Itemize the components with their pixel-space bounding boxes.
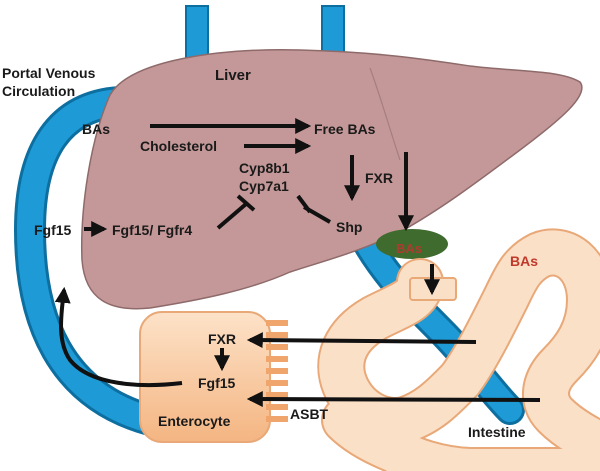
label-intestine: Intestine [468,424,526,440]
label-cholesterol: Cholesterol [140,138,217,154]
label-fgf15-enterocyte: Fgf15 [198,375,236,391]
label-fgf15-portal: Fgf15 [34,222,72,238]
label-bas-intestine: BAs [510,253,538,269]
label-portal-line1: Portal Venous [2,65,96,81]
label-bas-portal: BAs [82,121,110,137]
pathway-arrows [54,118,541,408]
microvilli [266,320,288,422]
arrow-intestine-to-asbt [246,391,541,408]
label-cyp8b1: Cyp8b1 [239,160,290,176]
arrow-intestine-to-fxr [246,332,477,349]
label-cyp7a1: Cyp7a1 [239,178,289,194]
label-shp: Shp [336,219,362,235]
arrow-fgf15-to-portal [54,286,183,388]
labels: Portal Venous Circulation Liver BAs Chol… [2,65,538,440]
enterocyte-cell [139,311,288,443]
label-liver: Liver [215,67,251,84]
gallbladder [376,229,448,259]
label-fxr-enterocyte: FXR [208,331,236,347]
liver-shape [81,49,583,310]
inhibit-fgfr4-cyp7a1 [216,202,248,230]
label-fxr-liver: FXR [365,170,393,186]
label-enterocyte: Enterocyte [158,413,231,429]
label-portal-line2: Circulation [2,83,75,99]
label-free-bas: Free BAs [314,121,376,137]
label-bas-gallbladder: BAs [396,241,422,256]
label-fgf15-fgfr4: Fgf15/ Fgfr4 [112,222,192,238]
label-asbt: ASBT [290,406,329,422]
blood-vessels [13,5,525,436]
